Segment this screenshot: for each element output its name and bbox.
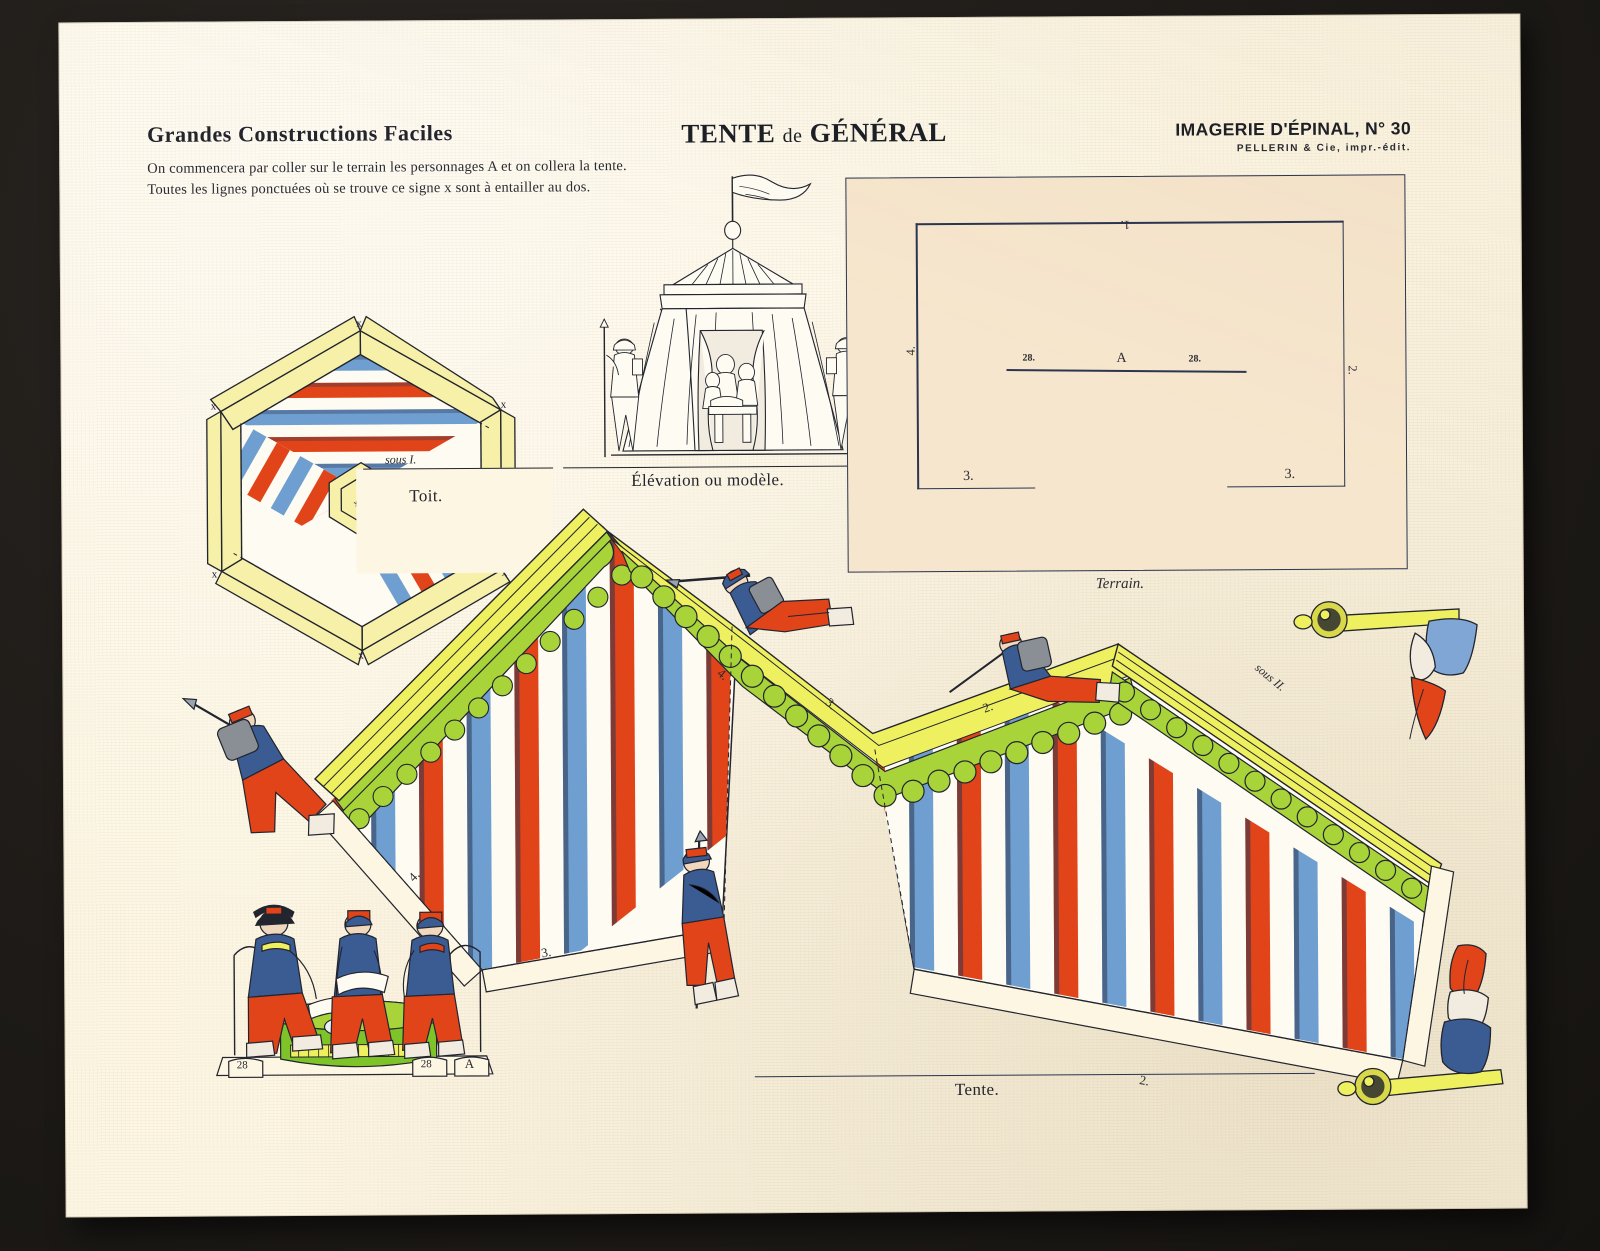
header-right: IMAGERIE D'ÉPINAL, N° 30 PELLERIN & Cie,… <box>1175 118 1411 154</box>
officers-tab-28-left: 28 <box>236 1059 248 1072</box>
series-title: Grandes Constructions Faciles <box>146 120 453 147</box>
svg-text:x: x <box>356 318 362 330</box>
terrain-label-28-left: 28. <box>1022 352 1035 364</box>
terrain-number-right: 2. <box>1345 365 1360 375</box>
svg-text:x: x <box>211 401 217 413</box>
instructions: On commencera par coller sur le terrain … <box>147 156 627 201</box>
publisher-imprint: PELLERIN & Cie, impr.-édit. <box>1236 142 1412 155</box>
instruction-line-1: On commencera par coller sur le terrain … <box>147 158 627 177</box>
piece-elevation: Élévation ou modèle. <box>549 167 881 499</box>
flag-pennant-upper <box>1287 569 1498 750</box>
header-left: Grandes Constructions Faciles On commenc… <box>146 119 627 201</box>
svg-text:x: x <box>501 399 507 411</box>
terrain-number-bottom-left: 3. <box>963 468 974 484</box>
tente-caption: Tente. <box>954 1079 1000 1100</box>
toit-center-mark: x <box>351 497 360 508</box>
tente-valance-center <box>621 550 1138 808</box>
sentry-left-figure <box>599 318 643 458</box>
title-main: TENTE <box>681 118 776 149</box>
figure-soldier-left <box>173 636 402 876</box>
header-title: TENTE de GÉNÉRAL <box>669 117 959 150</box>
terrain-label-28-right: 28. <box>1188 353 1201 365</box>
figure-soldier-center <box>639 822 780 1034</box>
figure-soldier-upper <box>661 479 903 697</box>
svg-text:x: x <box>212 569 218 581</box>
svg-text:x: x <box>358 650 364 662</box>
tente-band-left <box>313 508 609 802</box>
title-connector: de <box>782 124 803 148</box>
terrain-number-left: 4. <box>903 346 918 356</box>
piece-toit: xxx xxx x sous I. Toit. <box>170 299 554 681</box>
piece-tente: 4. 3. 4. 3. 2. 2. sous II. Tente. <box>311 494 1455 1121</box>
officers-tab-A: A <box>464 1055 475 1072</box>
terrain-line-left <box>915 223 919 490</box>
terrain-label-A: A <box>1116 350 1127 367</box>
page-title: TENTE de GÉNÉRAL <box>669 117 959 150</box>
elevation-caption: Élévation ou modèle. <box>631 470 785 490</box>
tente-valance-left <box>334 526 633 832</box>
paper-sheet: Grandes Constructions Faciles On commenc… <box>58 13 1528 1218</box>
title-subject: GÉNÉRAL <box>809 117 947 148</box>
terrain-number-top: 1. <box>1120 217 1131 232</box>
svg-text:3.: 3. <box>540 944 552 961</box>
terrain-number-bottom-right: 3. <box>1284 466 1296 482</box>
figure-officers-vignette: 28 28 A <box>211 858 502 1090</box>
publisher-name: IMAGERIE D'ÉPINAL, N° 30 <box>1175 118 1412 140</box>
terrain-inner-rect: 28. A 28. 1. 2. 4. 3. 3. <box>904 218 1359 490</box>
instruction-line-2: Toutes les lignes ponctuées où se trouve… <box>147 179 591 198</box>
flag-pennant-lower <box>1332 943 1528 1124</box>
officers-tab-28-right: 28 <box>420 1058 432 1071</box>
tente-fold-dashes <box>332 626 1433 1061</box>
terrain-center-line <box>1006 369 1247 373</box>
toit-sous-label: sous I. <box>384 452 417 467</box>
figure-soldier-sabre <box>932 575 1163 737</box>
svg-text:2.: 2. <box>1138 1072 1150 1088</box>
